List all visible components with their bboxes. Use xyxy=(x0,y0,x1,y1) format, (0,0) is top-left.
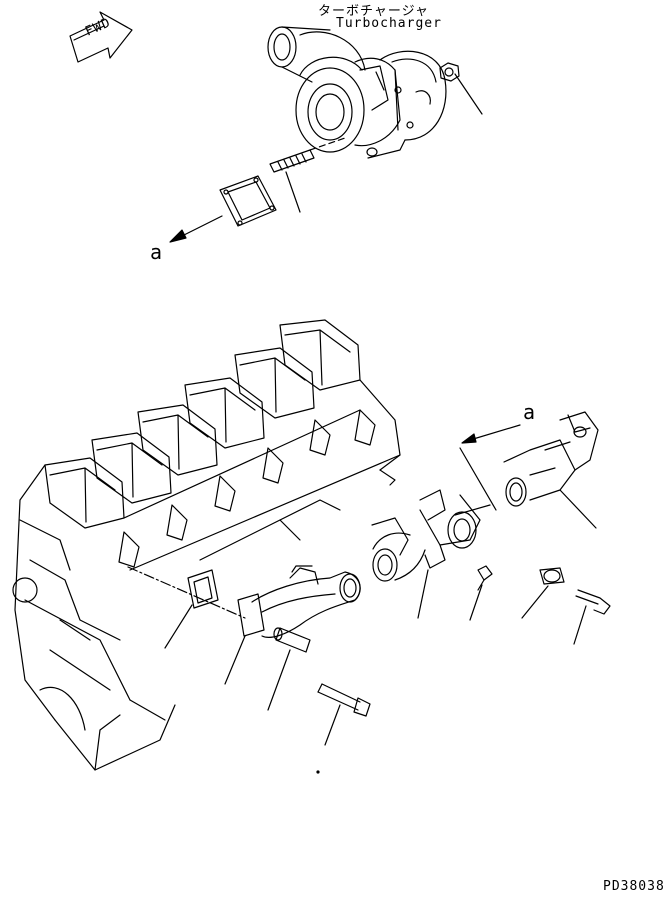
ref-arrow-a-lower xyxy=(460,425,520,510)
engine-block xyxy=(13,320,400,770)
ref-label-a-upper: a xyxy=(150,240,163,264)
bolt-rear xyxy=(574,590,610,644)
marker-dot xyxy=(317,771,319,773)
exhaust-manifold-gasket xyxy=(165,570,218,648)
plug xyxy=(470,566,492,620)
rocker-covers xyxy=(45,320,360,528)
drawing-code: PD38038 xyxy=(603,879,665,894)
ref-arrow-a-upper xyxy=(170,216,222,242)
bolt-front xyxy=(318,684,370,745)
exhaust-manifold-rear xyxy=(504,412,598,528)
fwd-arrow-icon xyxy=(70,12,132,62)
exhaust-elbow xyxy=(372,490,490,618)
spacer-sleeve-rear xyxy=(522,568,564,618)
turbo-gasket xyxy=(220,176,276,226)
center-line xyxy=(128,567,245,618)
nut xyxy=(440,63,482,114)
turbocharger-label-en: Turbocharger xyxy=(336,16,442,31)
spacer-sleeve-front xyxy=(268,628,310,710)
turbocharger xyxy=(268,27,446,158)
exhaust-manifold-front xyxy=(225,566,360,684)
stud xyxy=(270,138,345,212)
turbocharger-label-jp: ターボチャージャ xyxy=(318,4,429,19)
ref-label-a-lower: a xyxy=(523,400,536,424)
